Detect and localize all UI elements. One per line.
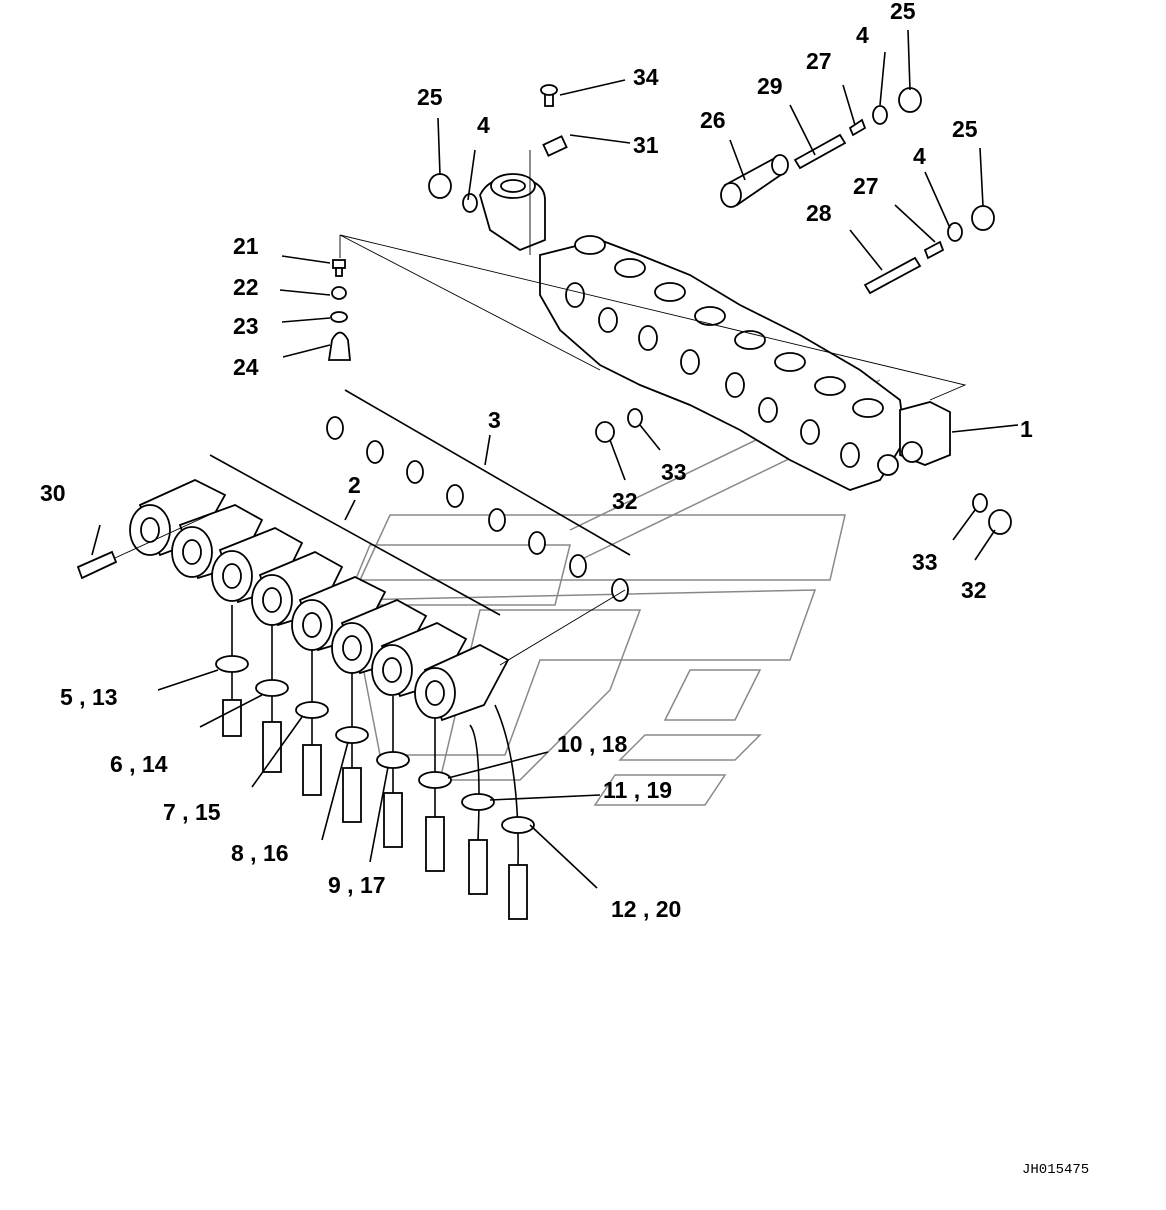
- callout-33-left: 33: [661, 459, 687, 485]
- callout-22: 22: [233, 274, 259, 300]
- gasket-set: [326, 389, 1012, 602]
- callout-27-right: 27: [853, 173, 879, 199]
- connector: [418, 718, 452, 872]
- callout-21: 21: [233, 233, 259, 259]
- callout-11-19: 11 , 19: [603, 777, 672, 803]
- relief-valve-parts: [327, 84, 967, 401]
- solenoid: [414, 643, 510, 722]
- solenoid-row: [76, 454, 626, 722]
- callout-1: 1: [1020, 416, 1033, 442]
- callout-30: 30: [40, 480, 66, 506]
- valve-ports: [565, 235, 884, 468]
- callout-33-right: 33: [912, 549, 938, 575]
- connector: [295, 650, 329, 796]
- connector: [376, 696, 410, 848]
- connector: [494, 704, 535, 920]
- connector-harness: [215, 605, 535, 920]
- callout-27-top: 27: [806, 48, 832, 74]
- callout-4-top: 4: [856, 22, 869, 48]
- solenoid: [331, 599, 428, 675]
- callout-28: 28: [806, 200, 832, 226]
- callout-12-20: 12 , 20: [611, 896, 681, 922]
- drawing-code: JH015475: [1022, 1162, 1089, 1178]
- callout-4-left: 4: [477, 112, 490, 138]
- callout-4-right: 4: [913, 143, 926, 169]
- callout-9-17: 9 , 17: [328, 872, 386, 898]
- callout-8-16: 8 , 16: [231, 840, 289, 866]
- connector: [215, 605, 249, 737]
- callout-29: 29: [757, 73, 783, 99]
- callout-34: 34: [633, 64, 659, 90]
- connector: [461, 724, 495, 895]
- valve-manifold-body: [479, 150, 951, 491]
- solenoid: [129, 479, 227, 557]
- solenoid: [371, 622, 468, 698]
- callout-5-13: 5 , 13: [60, 684, 118, 710]
- callout-6-14: 6 , 14: [110, 751, 168, 777]
- callout-26: 26: [700, 107, 726, 133]
- connector: [335, 673, 369, 823]
- callout-31: 31: [633, 132, 659, 158]
- callout-23: 23: [233, 313, 259, 339]
- callout-25-left: 25: [417, 84, 443, 110]
- callout-24: 24: [233, 354, 259, 380]
- callout-25-right: 25: [952, 116, 978, 142]
- connector: [255, 625, 289, 773]
- callout-2: 2: [348, 472, 361, 498]
- spool-assembly-upper: [428, 87, 995, 295]
- callout-32-left: 32: [612, 488, 638, 514]
- callout-32-right: 32: [961, 577, 987, 603]
- callout-10-18: 10 , 18: [557, 731, 628, 757]
- callout-25-top: 25: [890, 0, 916, 24]
- callout-labels: 1 2 3 4 4 4 5 , 13 6 , 14 7 , 15 8 , 16 …: [40, 0, 1033, 922]
- callout-3: 3: [488, 407, 501, 433]
- leader-lines: [91, 29, 1019, 889]
- callout-7-15: 7 , 15: [163, 799, 221, 825]
